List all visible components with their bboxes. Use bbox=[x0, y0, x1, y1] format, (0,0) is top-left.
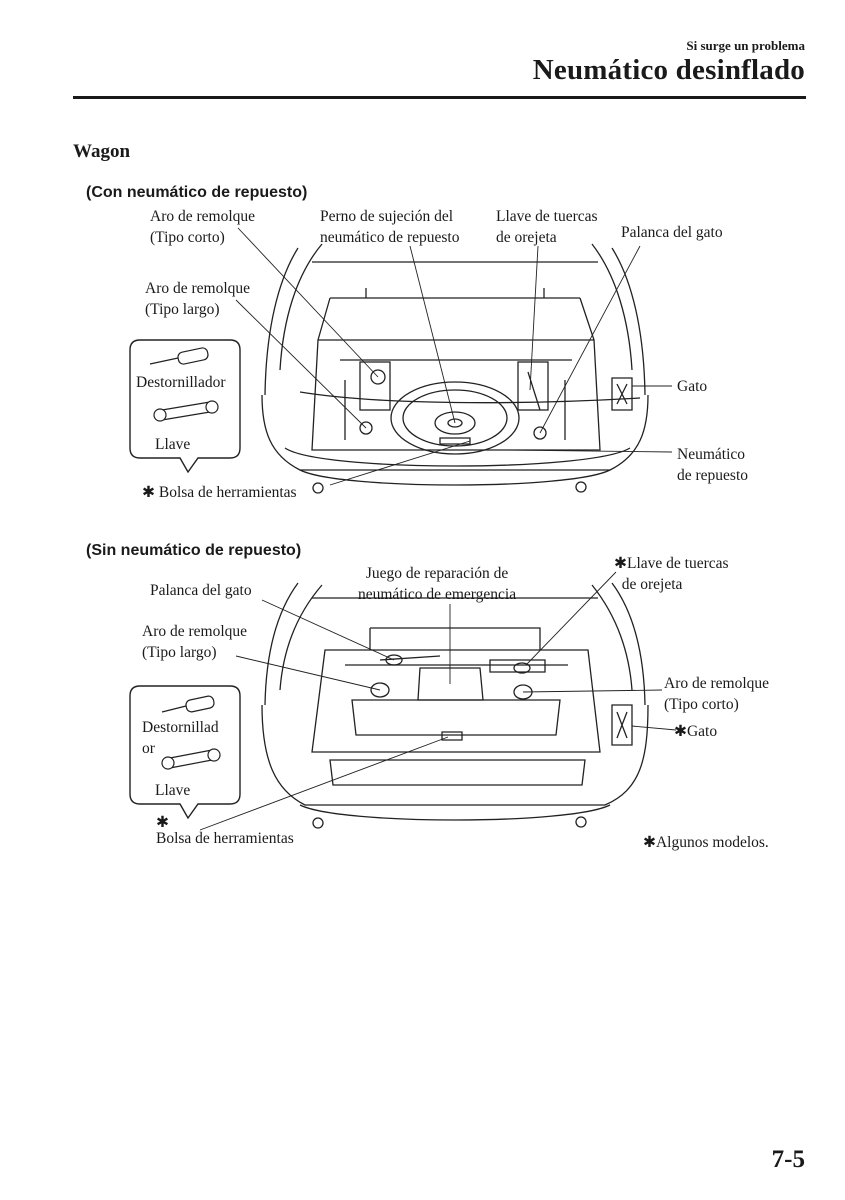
label-perno-sujecion: Perno de sujeción del neumático de repue… bbox=[320, 208, 460, 246]
page-number: 7-5 bbox=[771, 1146, 805, 1173]
screwdriver-icon bbox=[149, 347, 209, 365]
label-gato: Gato bbox=[677, 378, 708, 395]
label-llave-tuercas: Llave de tuercas de orejeta bbox=[496, 208, 598, 246]
tool-bag-callout-icon-2 bbox=[129, 685, 241, 820]
label-palanca-gato: Palanca del gato bbox=[621, 224, 723, 241]
wrench-icon-2 bbox=[161, 748, 221, 770]
label-llave-2: Llave bbox=[155, 782, 191, 799]
wrench-icon bbox=[153, 400, 219, 422]
label-aro-corto-2: Aro de remolque (Tipo corto) bbox=[664, 675, 770, 713]
label-juego-reparacion: Juego de reparación de neumático de emer… bbox=[358, 565, 517, 603]
label-aro-largo-2: Aro de remolque (Tipo largo) bbox=[142, 623, 248, 661]
page-title: Neumático desinflado bbox=[532, 54, 805, 86]
header-rule bbox=[73, 96, 806, 99]
figure-2-title: (Sin neumático de repuesto) bbox=[86, 542, 302, 559]
label-neumatico-repuesto: Neumático de repuesto bbox=[677, 446, 749, 484]
label-bolsa-herramientas: ✱ Bolsa de herramientas bbox=[142, 484, 297, 501]
label-llave-tuercas-2: ✱Llave de tuercas de orejeta bbox=[614, 555, 729, 593]
label-llave: Llave bbox=[155, 436, 191, 453]
label-palanca-gato-2: Palanca del gato bbox=[150, 582, 252, 599]
label-bolsa-herramientas-2: ✱ Bolsa de herramientas bbox=[156, 814, 294, 847]
label-gato-2: ✱Gato bbox=[674, 723, 718, 740]
label-destornillador-2: Destornillad or bbox=[142, 719, 219, 757]
figure-1-title: (Con neumático de repuesto) bbox=[86, 184, 308, 201]
label-destornillador: Destornillador bbox=[136, 374, 226, 391]
label-aro-largo: Aro de remolque (Tipo largo) bbox=[145, 280, 251, 318]
screwdriver-icon-2 bbox=[161, 695, 215, 713]
footnote-algunos-modelos: ✱Algunos modelos. bbox=[643, 834, 769, 851]
section-name: Si surge un problema bbox=[686, 38, 805, 53]
label-aro-corto: Aro de remolque (Tipo corto) bbox=[150, 208, 256, 246]
section-heading: Wagon bbox=[73, 141, 131, 162]
